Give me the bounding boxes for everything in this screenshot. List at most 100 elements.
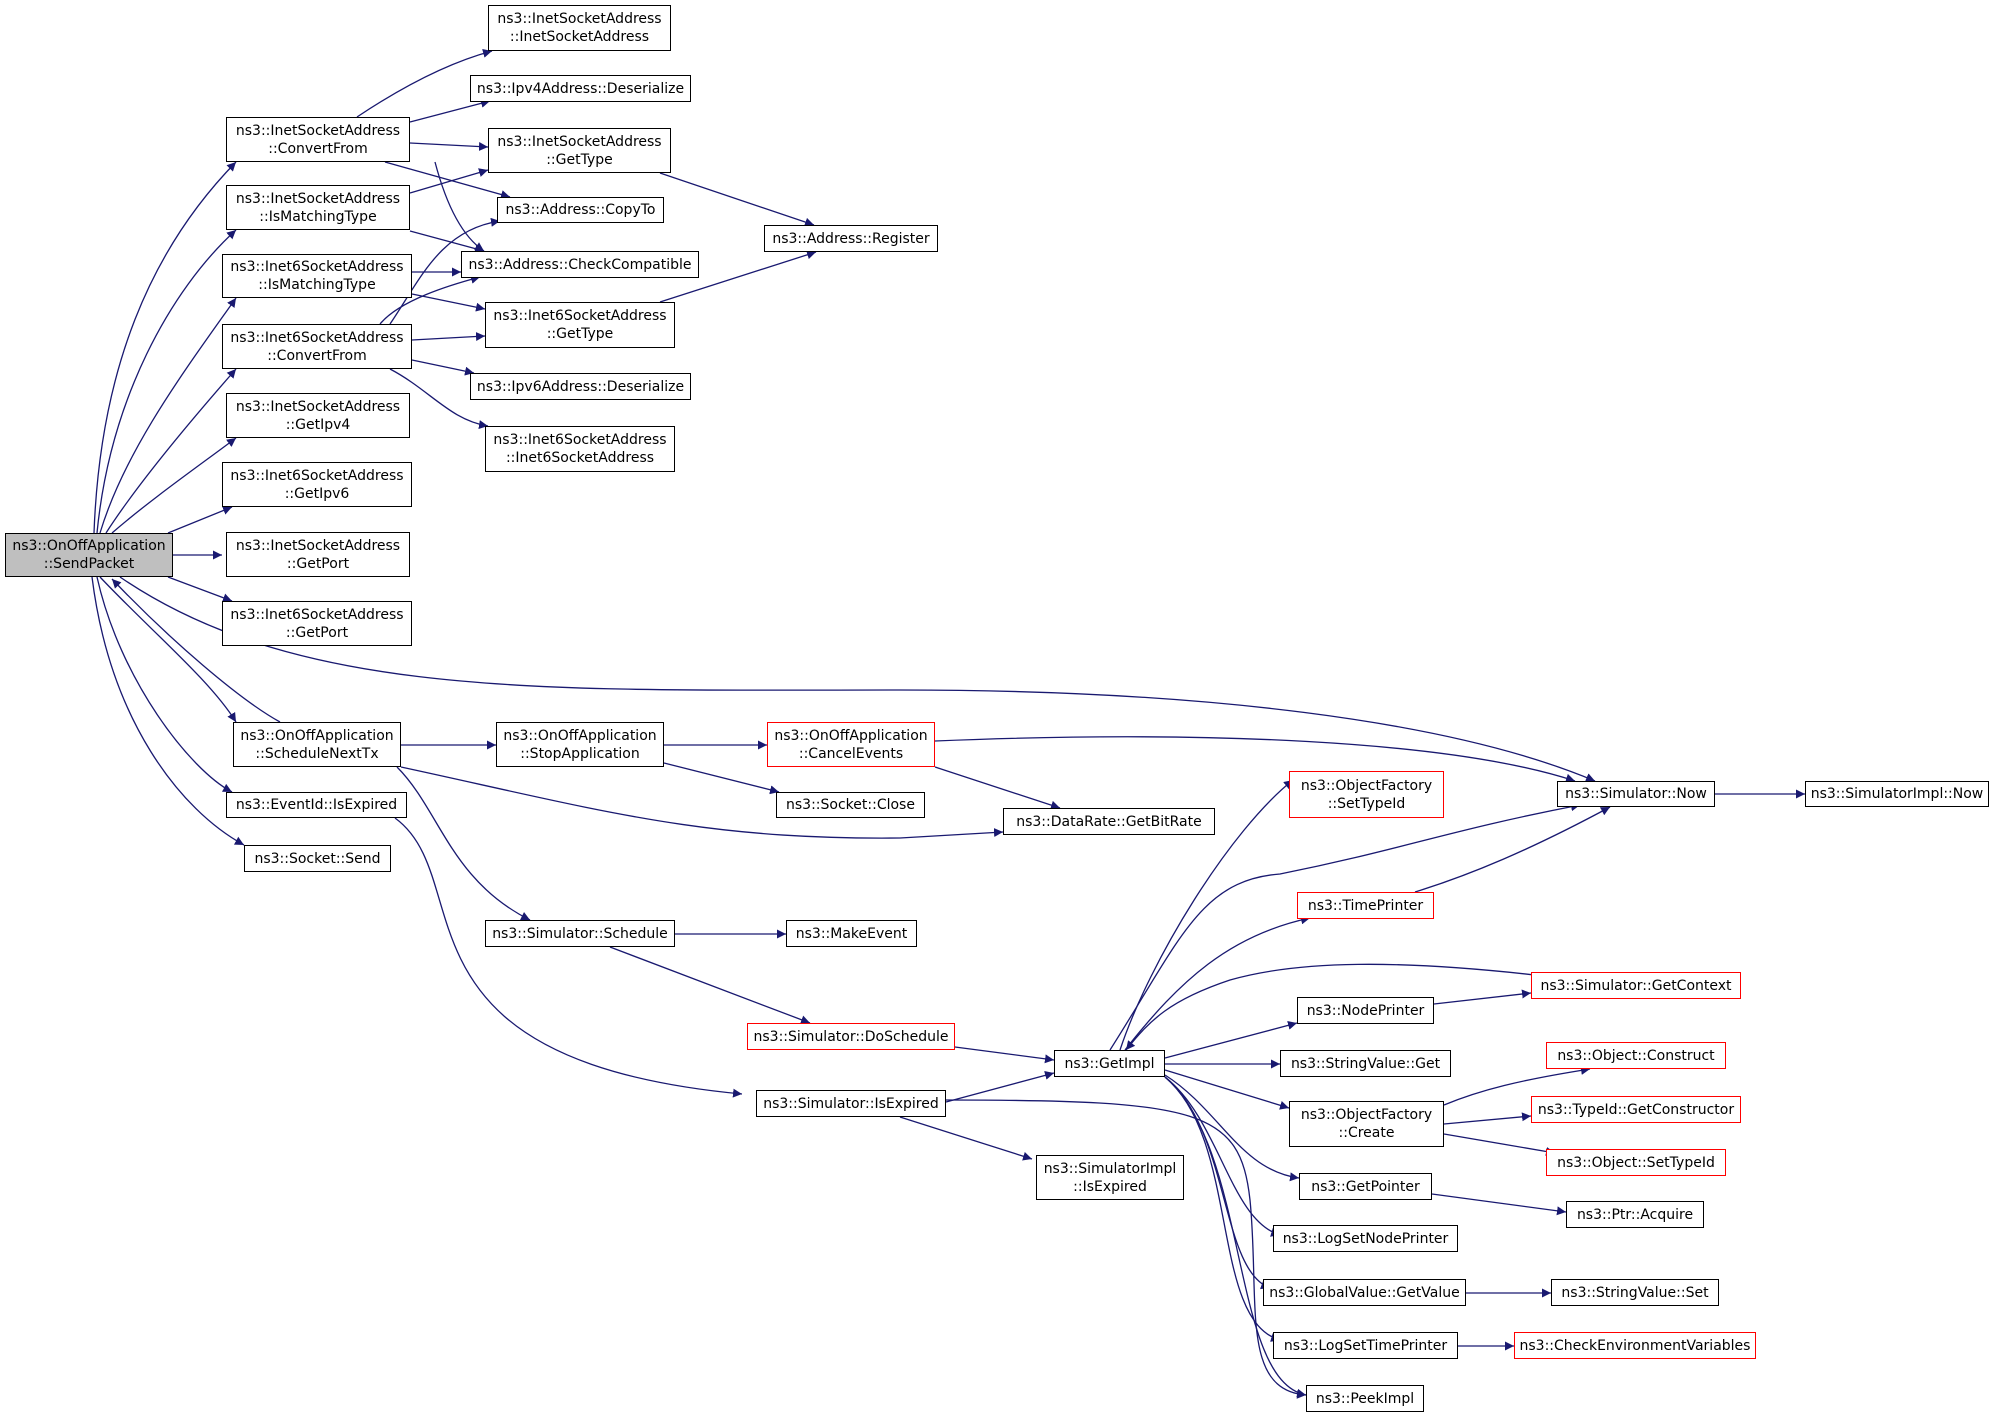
node-label-line: ::GetType	[546, 151, 613, 168]
node-label-line: ns3::OnOffApplication	[774, 727, 928, 744]
node-inet6-ismatching[interactable]: ns3::Inet6SocketAddress::IsMatchingType	[222, 254, 412, 298]
call-edge-to-inet6-ctor	[389, 368, 489, 430]
node-sim-doschedule[interactable]: ns3::Simulator::DoSchedule	[747, 1023, 955, 1050]
call-edge-to-peekimpl	[1164, 1076, 1307, 1398]
node-inet-ismatching[interactable]: ns3::InetSocketAddress::IsMatchingType	[226, 185, 410, 230]
call-edge-to-nodeprinter	[1164, 1020, 1298, 1059]
node-label-line: ns3::TimePrinter	[1307, 897, 1424, 914]
node-object-settypeid[interactable]: ns3::Object::SetTypeId	[1546, 1149, 1726, 1176]
call-edge-to-object-construct	[1443, 1065, 1591, 1106]
call-edge-to-socket-send	[91, 576, 245, 846]
node-sim-now[interactable]: ns3::Simulator::Now	[1557, 781, 1715, 807]
node-sim-isexpired[interactable]: ns3::Simulator::IsExpired	[756, 1090, 946, 1117]
node-sim-getcontext[interactable]: ns3::Simulator::GetContext	[1531, 972, 1741, 999]
node-logsetnodeprinter[interactable]: ns3::LogSetNodePrinter	[1273, 1225, 1458, 1252]
node-sim-schedule[interactable]: ns3::Simulator::Schedule	[485, 920, 675, 947]
call-edge-to-sim-isexpired	[394, 817, 743, 1098]
node-ptr-acquire[interactable]: ns3::Ptr::Acquire	[1566, 1201, 1704, 1228]
node-label-line: ns3::TypeId::GetConstructor	[1537, 1101, 1735, 1118]
node-inet-ctor[interactable]: ns3::InetSocketAddress::InetSocketAddres…	[488, 5, 671, 51]
node-eventid-isexpired[interactable]: ns3::EventId::IsExpired	[226, 792, 407, 818]
node-timeprinter[interactable]: ns3::TimePrinter	[1297, 892, 1434, 919]
call-edge-to-addr-copyto	[389, 217, 501, 325]
node-inet-convertfrom[interactable]: ns3::InetSocketAddress::ConvertFrom	[226, 117, 410, 162]
node-onoff-schednext[interactable]: ns3::OnOffApplication::ScheduleNextTx	[233, 722, 401, 767]
node-label-line: ::GetPort	[286, 555, 350, 572]
node-label-line: ns3::SimulatorImpl::Now	[1810, 786, 1984, 802]
call-edge-to-objfactory-create	[1164, 1069, 1290, 1110]
node-inet6-getport[interactable]: ns3::Inet6SocketAddress::GetPort	[222, 601, 412, 646]
node-object-construct[interactable]: ns3::Object::Construct	[1546, 1042, 1726, 1069]
call-edge-to-inet6-gettype	[411, 331, 486, 341]
node-label-line: ns3::LogSetTimePrinter	[1283, 1337, 1448, 1354]
node-label-line: ::InetSocketAddress	[509, 29, 650, 45]
call-edge-to-inet-ismatching	[96, 229, 237, 534]
node-label-line: ns3::Simulator::GetContext	[1540, 977, 1732, 994]
node-getpointer[interactable]: ns3::GetPointer	[1299, 1173, 1432, 1200]
node-label-line: ns3::InetSocketAddress	[235, 122, 401, 139]
node-addr-copyto[interactable]: ns3::Address::CopyTo	[497, 197, 664, 223]
node-inet-gettype[interactable]: ns3::InetSocketAddress::GetType	[488, 128, 671, 173]
call-edge-to-onoff-schednext	[99, 576, 237, 723]
node-onoff-sendpacket: ns3::OnOffApplication::SendPacket	[5, 533, 173, 577]
call-edge-to-sim-schedule	[396, 766, 531, 921]
node-label-line: ns3::Ptr::Acquire	[1576, 1206, 1694, 1223]
node-socket-send[interactable]: ns3::Socket::Send	[244, 845, 391, 872]
node-label-line: ns3::InetSocketAddress	[235, 537, 401, 554]
node-peekimpl[interactable]: ns3::PeekImpl	[1306, 1385, 1424, 1412]
node-inet6-gettype[interactable]: ns3::Inet6SocketAddress::GetType	[485, 302, 675, 348]
node-checkenvvars[interactable]: ns3::CheckEnvironmentVariables	[1514, 1332, 1756, 1359]
node-label-line: ns3::SimulatorImpl	[1043, 1160, 1177, 1177]
node-label-line: ns3::Inet6SocketAddress	[230, 606, 404, 623]
node-label-line: ns3::Simulator::IsExpired	[763, 1095, 939, 1112]
node-socket-close[interactable]: ns3::Socket::Close	[776, 792, 925, 818]
node-simimpl-isexpired[interactable]: ns3::SimulatorImpl::IsExpired	[1036, 1155, 1184, 1200]
node-getimpl[interactable]: ns3::GetImpl	[1054, 1050, 1165, 1077]
call-edge-to-inet6-convertfrom	[105, 368, 237, 534]
node-label-line: ::IsMatchingType	[259, 208, 377, 225]
call-edge-to-datarate-getbitrate	[934, 766, 1061, 810]
node-label-line: ns3::DataRate::GetBitRate	[1016, 813, 1202, 830]
call-edge-to-sim-now	[934, 736, 1576, 783]
node-addr-checkcompat[interactable]: ns3::Address::CheckCompatible	[461, 251, 699, 278]
call-edge-to-ipv6-deser	[411, 359, 475, 376]
call-edge-to-peekimpl	[945, 1099, 1307, 1399]
node-label-line: ns3::Inet6SocketAddress	[230, 259, 404, 275]
node-label-line: ::Inet6SocketAddress	[505, 450, 655, 466]
call-edge-to-inet-getipv4	[111, 437, 237, 534]
node-datarate-getbitrate[interactable]: ns3::DataRate::GetBitRate	[1003, 808, 1215, 835]
node-label-line: ns3::Simulator::DoSchedule	[753, 1028, 949, 1045]
call-edge-to-inet6-ismatching	[99, 297, 237, 534]
node-objfactory-create[interactable]: ns3::ObjectFactory::Create	[1289, 1101, 1444, 1147]
node-label-line: ::ScheduleNextTx	[255, 745, 379, 762]
node-nodeprinter[interactable]: ns3::NodePrinter	[1297, 997, 1434, 1024]
node-onoff-stopapp[interactable]: ns3::OnOffApplication::StopApplication	[496, 722, 664, 767]
node-inet6-getipv6[interactable]: ns3::Inet6SocketAddress::GetIpv6	[222, 462, 412, 507]
node-objfactory-settypeid[interactable]: ns3::ObjectFactory::SetTypeId	[1289, 771, 1444, 818]
node-label-line: ns3::OnOffApplication	[503, 727, 657, 744]
call-edge-to-socket-close	[663, 762, 780, 795]
node-makeevent[interactable]: ns3::MakeEvent	[786, 920, 917, 947]
node-label-line: ns3::OnOffApplication	[12, 538, 166, 554]
node-stringvalue-set[interactable]: ns3::StringValue::Set	[1551, 1279, 1719, 1306]
call-edge-to-inet6-getipv6	[167, 506, 233, 534]
node-label-line: ::GetIpv4	[285, 416, 351, 433]
node-logsettimeprinter[interactable]: ns3::LogSetTimePrinter	[1273, 1332, 1458, 1359]
call-edge-to-typeid-getctor	[1443, 1112, 1532, 1125]
call-edge-to-logsetnodeprinter	[1164, 1076, 1281, 1237]
node-ipv4-deser[interactable]: ns3::Ipv4Address::Deserialize	[470, 75, 691, 102]
node-globalvalue-getvalue[interactable]: ns3::GlobalValue::GetValue	[1263, 1279, 1466, 1306]
node-typeid-getctor[interactable]: ns3::TypeId::GetConstructor	[1531, 1096, 1741, 1123]
call-edge-to-getimpl	[945, 1070, 1055, 1103]
node-ipv6-deser[interactable]: ns3::Ipv6Address::Deserialize	[470, 373, 691, 400]
node-inet-getport[interactable]: ns3::InetSocketAddress::GetPort	[226, 532, 410, 577]
node-inet-getipv4[interactable]: ns3::InetSocketAddress::GetIpv4	[226, 393, 410, 438]
node-simimpl-now[interactable]: ns3::SimulatorImpl::Now	[1805, 781, 1989, 807]
node-inet6-ctor[interactable]: ns3::Inet6SocketAddress::Inet6SocketAddr…	[485, 426, 675, 472]
node-onoff-cancel[interactable]: ns3::OnOffApplication::CancelEvents	[767, 722, 935, 767]
node-stringvalue-get[interactable]: ns3::StringValue::Get	[1280, 1050, 1451, 1077]
node-label-line: ::IsExpired	[1073, 1178, 1147, 1195]
call-edge-to-getpointer	[1164, 1074, 1300, 1182]
node-inet6-convertfrom[interactable]: ns3::Inet6SocketAddress::ConvertFrom	[222, 324, 412, 369]
node-addr-register[interactable]: ns3::Address::Register	[764, 225, 938, 252]
